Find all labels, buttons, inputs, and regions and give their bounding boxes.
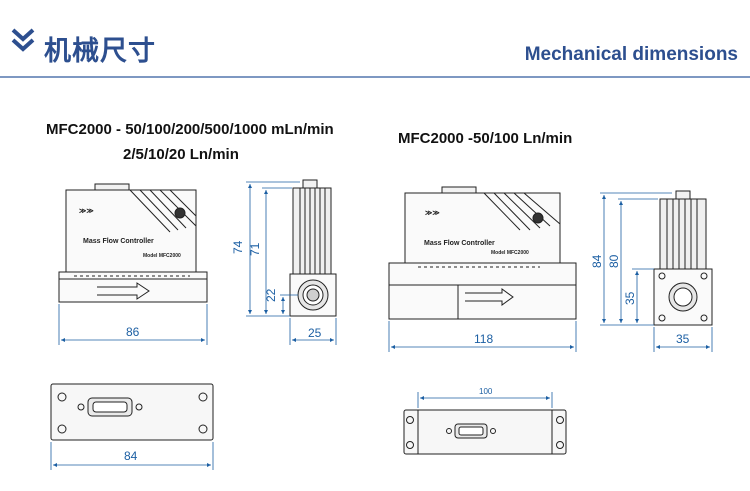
- left-height-port-dim: 22: [264, 288, 278, 302]
- right-height-body-dim: 80: [607, 254, 621, 268]
- section-title-en: Mechanical dimensions: [524, 44, 738, 65]
- right-depth-dim: 35: [676, 332, 690, 346]
- left-height-body-dim: 71: [248, 242, 262, 256]
- left-model-line1: MFC2000 - 50/100/200/500/1000 mLn/min: [46, 121, 334, 138]
- right-model-plate: Model MFC2000: [491, 250, 529, 256]
- svg-text:≫≫: ≫≫: [425, 210, 440, 217]
- left-front-view: ≫≫: [58, 183, 208, 303]
- right-height-port-dim: 35: [623, 291, 637, 305]
- header-divider: [0, 76, 750, 78]
- double-chevron-down-icon: [11, 28, 35, 52]
- section-title-cn: 机械尺寸: [44, 36, 156, 67]
- left-model-line2: 2/5/10/20 Ln/min: [123, 146, 239, 163]
- svg-text:≫≫: ≫≫: [79, 208, 94, 215]
- right-front-view: ≫≫: [388, 186, 577, 320]
- left-product-text: Mass Flow Controller: [83, 238, 154, 245]
- left-bottom-width-dim: 84: [124, 449, 138, 463]
- right-bottom-view: [403, 409, 567, 455]
- right-width-dim: 118: [474, 332, 493, 346]
- left-side-view: [289, 179, 337, 317]
- left-depth-dim: 25: [308, 326, 322, 340]
- right-product-text: Mass Flow Controller: [424, 240, 495, 247]
- right-model-line1: MFC2000 -50/100 Ln/min: [398, 130, 573, 147]
- left-height-total-dim: 74: [231, 240, 245, 254]
- left-model-plate: Model MFC2000: [143, 253, 181, 259]
- right-side-view: [653, 190, 713, 326]
- left-bottom-view: [50, 383, 214, 441]
- right-height-total-dim: 84: [590, 254, 604, 268]
- section-header: 机械尺寸 Mechanical dimensions: [0, 0, 750, 80]
- right-bottom-width-dim: 100: [479, 387, 493, 396]
- left-width-dim: 86: [126, 325, 140, 339]
